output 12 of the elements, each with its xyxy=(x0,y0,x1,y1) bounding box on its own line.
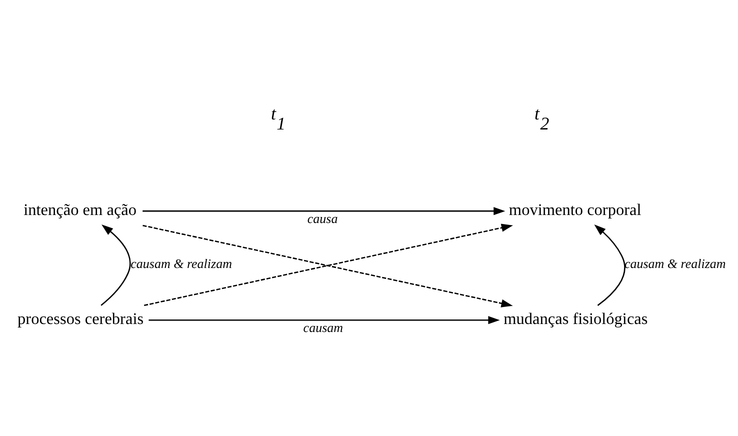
edge-label: causam xyxy=(303,320,344,336)
node-text: processos cerebrais xyxy=(18,310,144,328)
arrow xyxy=(594,224,626,306)
edge-label: causa xyxy=(307,211,338,226)
arrow xyxy=(148,316,500,324)
node-text: intenção em ação xyxy=(24,201,137,220)
edge-label: causam & realizam xyxy=(130,256,232,271)
edge-label: causam & realizam xyxy=(624,256,726,271)
arrow xyxy=(100,224,131,306)
arrow xyxy=(142,207,506,216)
node-text: movimento corporal xyxy=(508,201,642,220)
node-text: mudanças fisiológicas xyxy=(504,310,648,328)
